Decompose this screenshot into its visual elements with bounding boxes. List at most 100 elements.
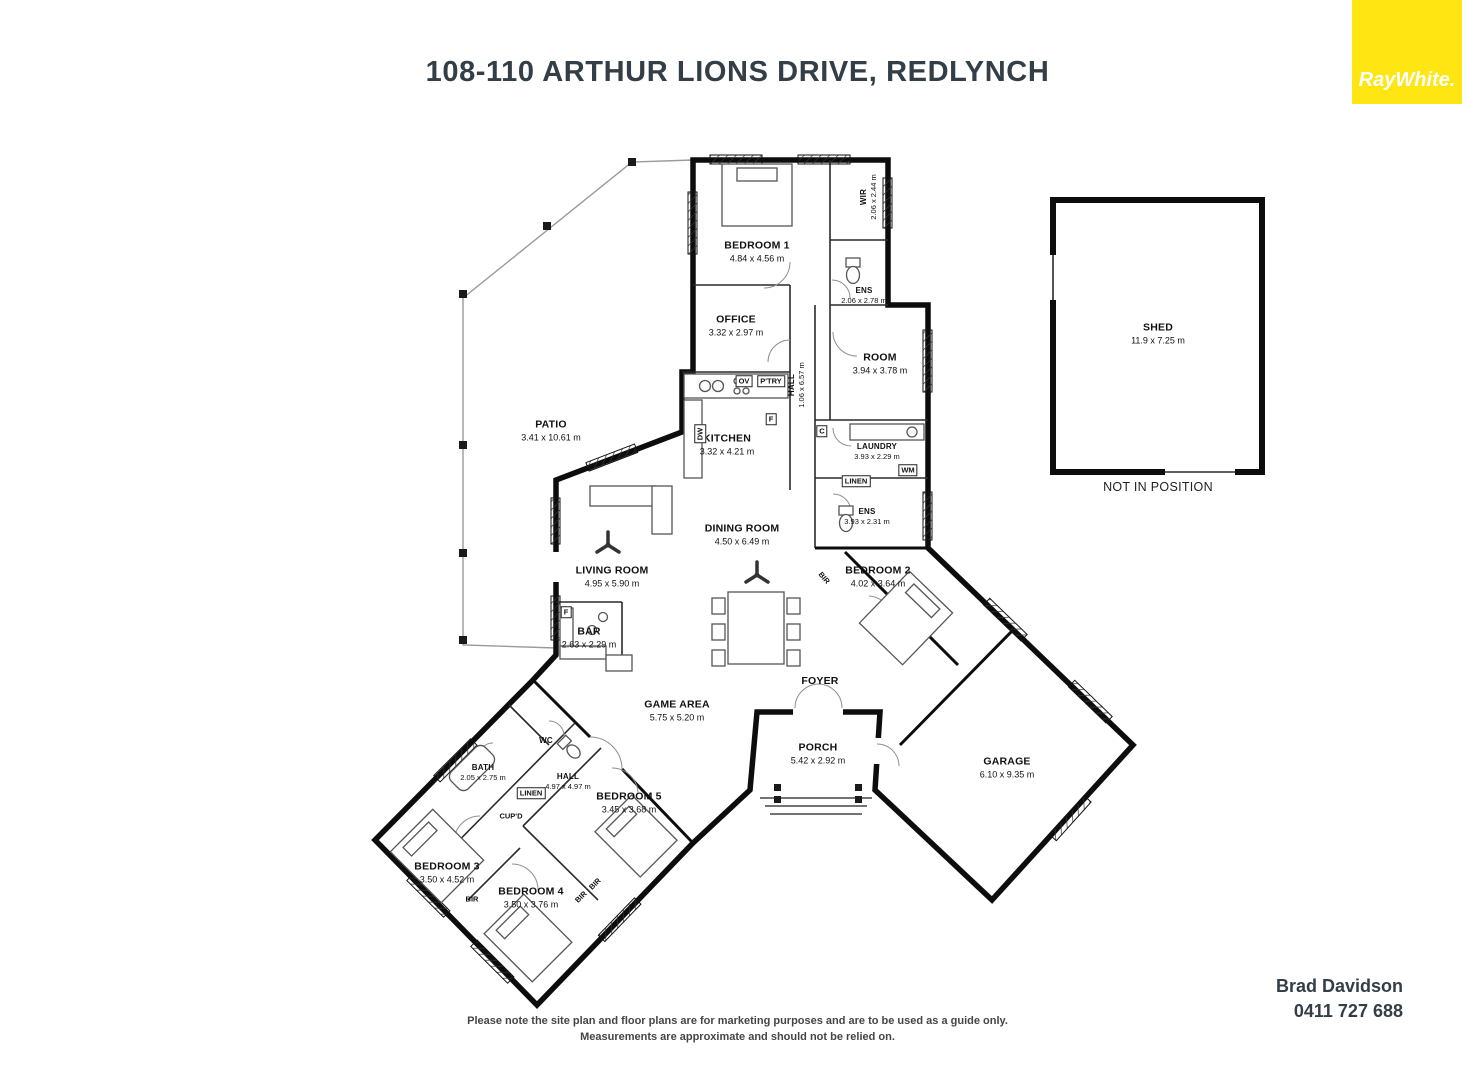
laundry-bench-icon <box>849 423 925 441</box>
fixture-fridge-bar: F <box>560 606 572 618</box>
toilet-icon <box>838 505 854 533</box>
room-name: GAME AREA <box>644 698 710 711</box>
room-name: DINING ROOM <box>704 522 780 535</box>
label-bedroom-2: BEDROOM 2 4.02 x 3.64 m <box>845 564 910 589</box>
room-name: HALL <box>786 373 796 397</box>
fixture-washing-machine: WM <box>898 464 918 476</box>
room-dims: 2.05 x 2.75 m <box>460 773 506 783</box>
windows <box>406 154 1113 984</box>
room-name: ENS <box>855 285 873 295</box>
label-foyer: FOYER <box>801 675 838 689</box>
fixture-cupboard-c: C <box>816 425 828 437</box>
room-name: BATH <box>471 762 495 772</box>
room-dims: 4.84 x 4.56 m <box>729 252 785 263</box>
label-garage: GARAGE 6.10 x 9.35 m <box>980 755 1035 780</box>
label-bedroom-5: BEDROOM 5 3.45 x 3.68 m <box>596 790 661 815</box>
room-name: LIVING ROOM <box>575 564 649 577</box>
room-name: LAUNDRY <box>856 441 898 451</box>
room-dims: 2.06 x 2.44 m <box>869 174 879 220</box>
label-porch: PORCH 5.42 x 2.92 m <box>791 741 846 766</box>
fixture-linen-wing: LINEN <box>516 787 546 799</box>
fixture-dishwasher: DW <box>694 424 706 444</box>
porch-steps <box>760 784 872 815</box>
label-office: OFFICE 3.32 x 2.97 m <box>709 313 764 338</box>
label-patio: PATIO 3.41 x 10.61 m <box>521 418 581 443</box>
label-ens-2: ENS 3.93 x 2.31 m <box>844 507 889 527</box>
room-dims: 11.9 x 7.25 m <box>1131 334 1185 345</box>
disclaimer-line-1: Please note the site plan and floor plan… <box>467 1015 1008 1027</box>
label-living-room: LIVING ROOM 4.95 x 5.90 m <box>576 564 649 589</box>
room-dims: 4.50 x 6.49 m <box>714 535 770 546</box>
ceiling-fan-icon <box>744 560 770 584</box>
label-hall-upper: HALL 1.06 x 6.57 m <box>787 362 807 407</box>
room-name: WC <box>539 735 553 745</box>
label-wc: WC <box>539 736 553 746</box>
room-dims: 1.06 x 6.57 m <box>797 362 807 408</box>
label-bedroom-4: BEDROOM 4 3.50 x 3.76 m <box>498 885 563 910</box>
room-dims: 5.75 x 5.20 m <box>649 711 705 722</box>
agent-phone: 0411 727 688 <box>1293 1001 1403 1021</box>
fixture-linen-upper: LINEN <box>841 475 871 487</box>
label-hall-wing: HALL 4.97 x 4.97 m <box>545 772 590 792</box>
room-name: BEDROOM 5 <box>596 790 662 803</box>
label-bath: BATH 2.05 x 2.75 m <box>460 763 505 783</box>
label-shed: SHED 11.9 x 7.25 m <box>1131 321 1185 346</box>
room-dims: 3.32 x 2.97 m <box>708 326 764 337</box>
room-name: PATIO <box>535 418 567 431</box>
page-title: 108-110 ARTHUR LIONS DRIVE, REDLYNCH <box>425 56 1050 88</box>
disclaimer-line-2: Measurements are approximate and should … <box>580 1030 895 1043</box>
room-name: ENS <box>858 506 876 516</box>
room-name: BEDROOM 3 <box>414 860 480 873</box>
door-gaps <box>551 552 884 764</box>
shed-outline <box>1047 197 1265 478</box>
room-dims: 4.97 x 4.97 m <box>545 782 591 792</box>
fixture-bir-bedroom3: BIR <box>465 894 479 904</box>
room-dims: 6.10 x 9.35 m <box>979 768 1035 779</box>
game-area-furniture <box>605 654 633 672</box>
sofa-icon <box>589 485 673 535</box>
label-bedroom-1: BEDROOM 1 4.84 x 4.56 m <box>724 239 789 264</box>
ceiling-fan-icon <box>595 530 621 554</box>
room-name: BAR <box>577 625 601 638</box>
room-dims: 3.41 x 10.61 m <box>521 431 581 442</box>
raywhite-logo: RayWhite. <box>1352 0 1462 104</box>
room-name: OFFICE <box>716 313 756 326</box>
bed-icon <box>389 808 485 904</box>
room-dims: 3.32 x 4.21 m <box>699 445 755 456</box>
bed-icon <box>858 570 954 666</box>
room-name: WIR <box>858 188 868 206</box>
bed-icon <box>594 794 678 878</box>
bar-counter-icon <box>559 607 609 660</box>
room-dims: 4.95 x 5.90 m <box>584 577 640 588</box>
disclaimer: Please note the site plan and floor plan… <box>0 1014 1475 1046</box>
room-name: BEDROOM 2 <box>845 564 911 577</box>
fixture-oven: OV <box>735 375 753 387</box>
room-dims: 3.94 x 3.78 m <box>852 364 908 375</box>
shed-caption: NOT IN POSITION <box>1103 480 1213 494</box>
room-dims: 3.45 x 3.68 m <box>601 803 657 814</box>
room-dims: 3.50 x 3.76 m <box>503 898 559 909</box>
room-name: GARAGE <box>983 755 1031 768</box>
label-kitchen: KITCHEN 3.32 x 4.21 m <box>700 432 755 457</box>
room-name: FOYER <box>801 675 839 688</box>
room-name: BEDROOM 4 <box>498 885 564 898</box>
fixture-pantry: P'TRY <box>757 375 785 387</box>
label-room: ROOM 3.94 x 3.78 m <box>853 351 908 376</box>
raywhite-logo-text: RayWhite. <box>1358 69 1456 91</box>
room-dims: 5.42 x 2.92 m <box>790 754 846 765</box>
room-dims: 3.93 x 2.29 m <box>854 452 900 462</box>
label-dining-room: DINING ROOM 4.50 x 6.49 m <box>705 522 780 547</box>
label-game-area: GAME AREA 5.75 x 5.20 m <box>644 698 710 723</box>
room-name: ROOM <box>863 351 897 364</box>
toilet-icon <box>845 257 861 285</box>
room-dims: 3.93 x 2.31 m <box>844 517 890 527</box>
dining-table-icon <box>711 591 801 667</box>
label-bar: BAR 2.63 x 2.29 m <box>562 625 617 650</box>
label-laundry: LAUNDRY 3.93 x 2.29 m <box>854 442 899 462</box>
furniture <box>389 163 954 983</box>
room-dims: 4.02 x 3.64 m <box>850 577 906 588</box>
room-name: BEDROOM 1 <box>724 239 790 252</box>
room-dims: 2.06 x 2.78 m <box>841 296 887 306</box>
